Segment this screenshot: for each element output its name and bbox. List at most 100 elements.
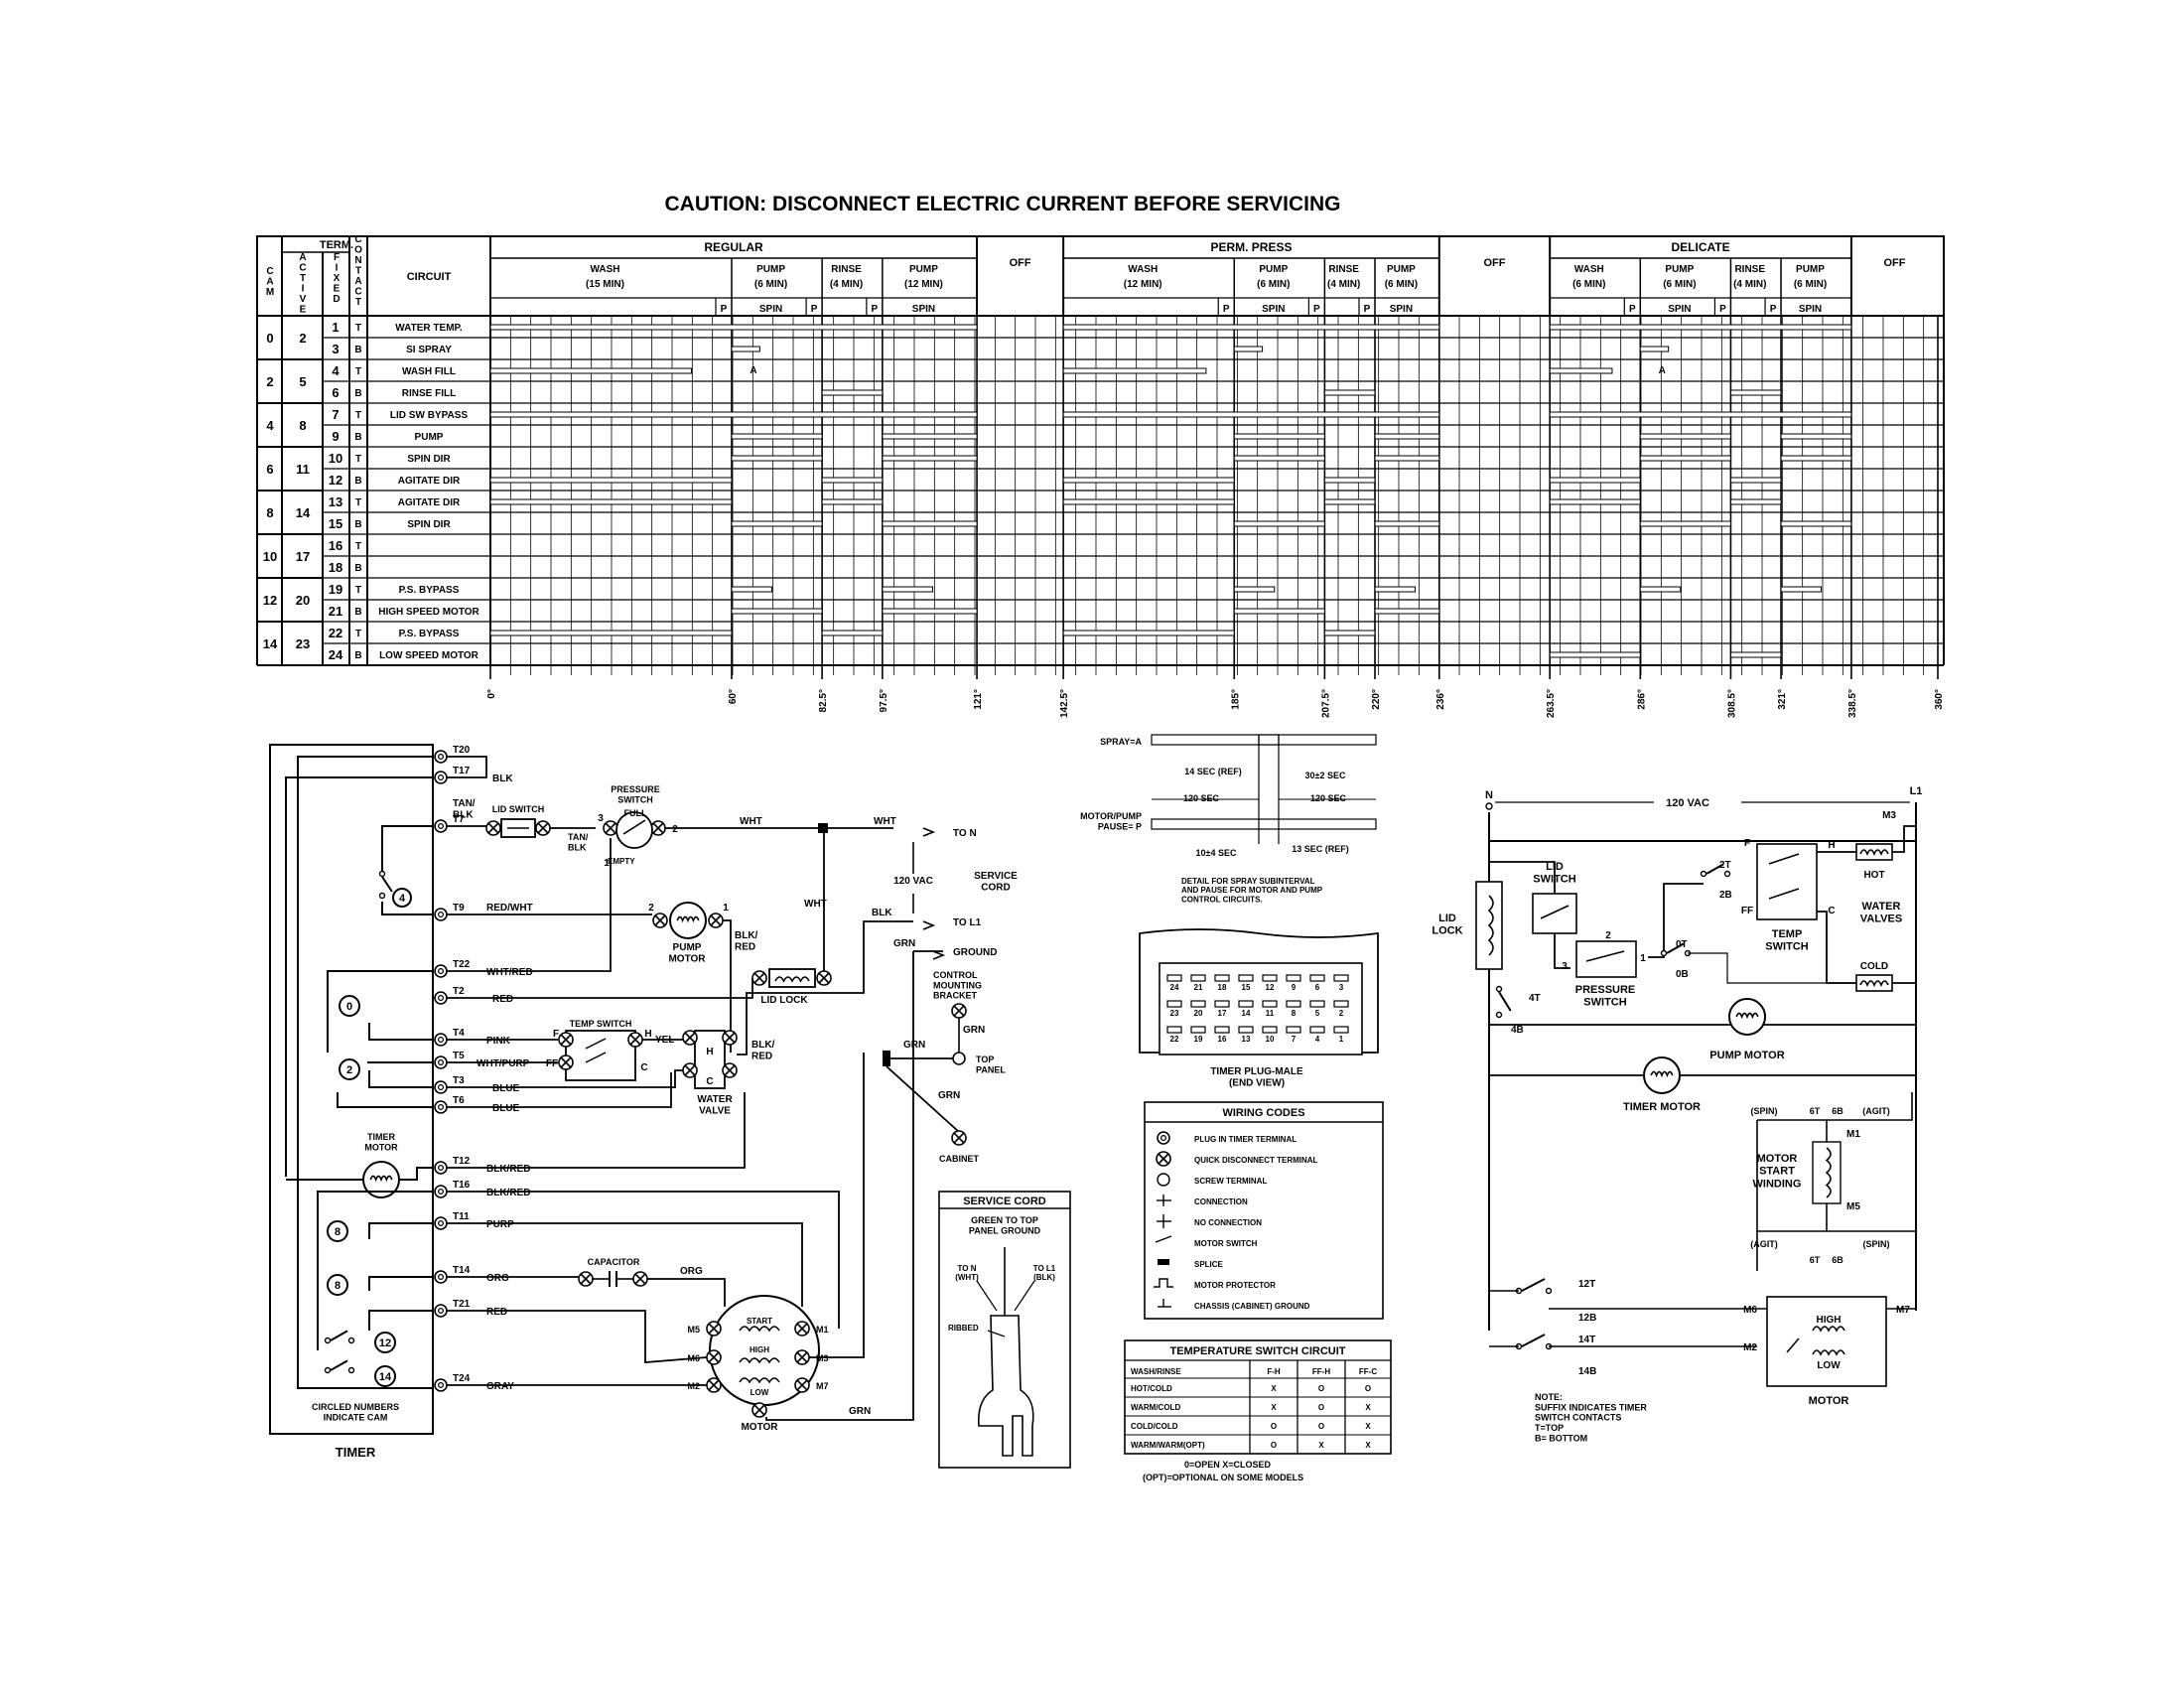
- temp-table-legend: 0=OPEN X=CLOSED: [1184, 1460, 1272, 1470]
- to-l1-label: TO L1: [953, 917, 982, 928]
- switch-terminal: [378, 892, 386, 900]
- circuit-name: WASH FILL: [402, 366, 456, 377]
- plug-pin-number: 20: [1194, 1009, 1203, 1018]
- pin-label: M2: [1743, 1342, 1757, 1353]
- contact-header: N: [354, 255, 361, 266]
- pause-mark: P: [721, 304, 728, 315]
- segment-sub: SPIN: [1262, 304, 1285, 315]
- fixed-terminal: 15: [329, 516, 342, 531]
- ext-wire: [447, 1072, 672, 1108]
- terminal-label: T6: [453, 1095, 465, 1106]
- temp-table-cell: X: [1318, 1441, 1324, 1450]
- wire-label: ORG: [680, 1266, 703, 1277]
- temp-table-header: FF-C: [1359, 1367, 1377, 1376]
- agit-label: (AGIT): [1750, 1239, 1778, 1249]
- contact-closed-bar: [489, 477, 733, 484]
- pause-mark: P: [1629, 304, 1636, 315]
- quick-disconnect-x: [953, 1005, 965, 1017]
- contact-closed-bar: [1323, 630, 1376, 636]
- ext-wire: [746, 920, 913, 1003]
- active-header: A: [299, 252, 306, 263]
- cam-number-label: 0: [346, 1001, 352, 1013]
- temp-table-cell: X: [1271, 1403, 1277, 1412]
- temp-table-header: WASH/RINSE: [1131, 1367, 1181, 1376]
- contact-closed-bar: [821, 498, 884, 505]
- quick-disconnect-x: [724, 1064, 736, 1076]
- active-header: T: [300, 273, 306, 284]
- vac-label: 120 VAC: [893, 876, 933, 887]
- plug-pin-number: 19: [1194, 1035, 1203, 1044]
- plug-pin: [1333, 1000, 1349, 1008]
- segment-name: PUMP: [1665, 264, 1694, 275]
- degree-label: 60°: [728, 689, 739, 704]
- segment-sub: SPIN: [1668, 304, 1691, 315]
- plug-pin: [1166, 1026, 1182, 1034]
- temp-table-cell: O: [1318, 1422, 1324, 1431]
- plug-pin: [1262, 974, 1278, 982]
- contact-position: T: [355, 410, 361, 421]
- switch-blade: [1521, 1278, 1546, 1292]
- screw-terminal-icon: [1157, 1173, 1170, 1187]
- ext-wire: [809, 1053, 865, 1358]
- motor-low-label: LOW: [751, 1388, 769, 1397]
- plug-in-terminal-dot: [438, 994, 445, 1001]
- plug-pin-number: 7: [1292, 1035, 1297, 1044]
- ext-wire: [447, 1092, 746, 1169]
- internal-wire: [399, 1167, 433, 1181]
- cam-header: M: [266, 287, 274, 298]
- motor-low-coil: [1812, 1349, 1845, 1356]
- contact-closed-bar: [1639, 520, 1731, 527]
- contact-position: T: [355, 497, 361, 508]
- wire-label: BLK: [492, 774, 513, 784]
- motor-winding: [1735, 1012, 1759, 1020]
- ladder-motor-label: MOTOR: [1809, 1395, 1849, 1407]
- contact-position: T: [355, 454, 361, 465]
- pin-label: 1: [604, 858, 610, 869]
- plug-pin-number: 14: [1242, 1009, 1251, 1018]
- pin-label: M3: [1882, 810, 1896, 821]
- hot-valve-coil: [1859, 849, 1889, 856]
- wire-label: RED: [486, 1307, 507, 1318]
- contact-closed-bar: [1062, 324, 1440, 331]
- pin-label: M7: [816, 1381, 829, 1391]
- contact-position: B: [354, 432, 361, 443]
- contact-closed-bar: [1374, 586, 1416, 593]
- plug-pin: [1190, 974, 1206, 982]
- timer-caption: TIMER: [336, 1445, 376, 1460]
- active-header: V: [300, 294, 307, 305]
- plug-in-terminal-dot: [438, 1036, 445, 1043]
- ext-wire: [886, 1065, 960, 1133]
- switch-terminal: [1723, 870, 1731, 878]
- fixed-terminal: 12: [329, 473, 342, 488]
- wiring-code-item: MOTOR SWITCH: [1194, 1239, 1258, 1248]
- degree-label: 236°: [1435, 689, 1446, 710]
- circuit-name: AGITATE DIR: [398, 476, 461, 487]
- pin-label: 1: [723, 903, 729, 914]
- ladder-wire: [1648, 883, 1704, 958]
- plug-in-terminal-dot: [438, 1103, 445, 1110]
- motor-pump-bar: [1151, 818, 1377, 830]
- lid-lock-body: [768, 968, 816, 988]
- segment-time: (4 MIN): [830, 279, 863, 290]
- hot-label: HOT: [1863, 870, 1884, 881]
- contact-closed-bar: [731, 433, 823, 440]
- wire-label: BLK/RED: [486, 1164, 530, 1175]
- quick-disconnect-x: [580, 1273, 592, 1285]
- fixed-terminal: 4: [332, 363, 340, 378]
- dimension-label: 120 SEC: [1183, 793, 1220, 803]
- plug-pin-number: 16: [1218, 1035, 1227, 1044]
- segment-time: (12 MIN): [904, 279, 943, 290]
- pressure-switch-empty: EMPTY: [608, 857, 635, 866]
- contact-closed-bar: [1374, 608, 1440, 615]
- ladder-wire: [1488, 861, 1556, 894]
- dimension-label: 120 SEC: [1310, 793, 1347, 803]
- fixed-terminal: 22: [329, 626, 342, 640]
- wire-label: BLK/RED: [486, 1188, 530, 1198]
- wire-label: GRAY: [486, 1381, 514, 1392]
- temp-table-cell: O: [1318, 1384, 1324, 1393]
